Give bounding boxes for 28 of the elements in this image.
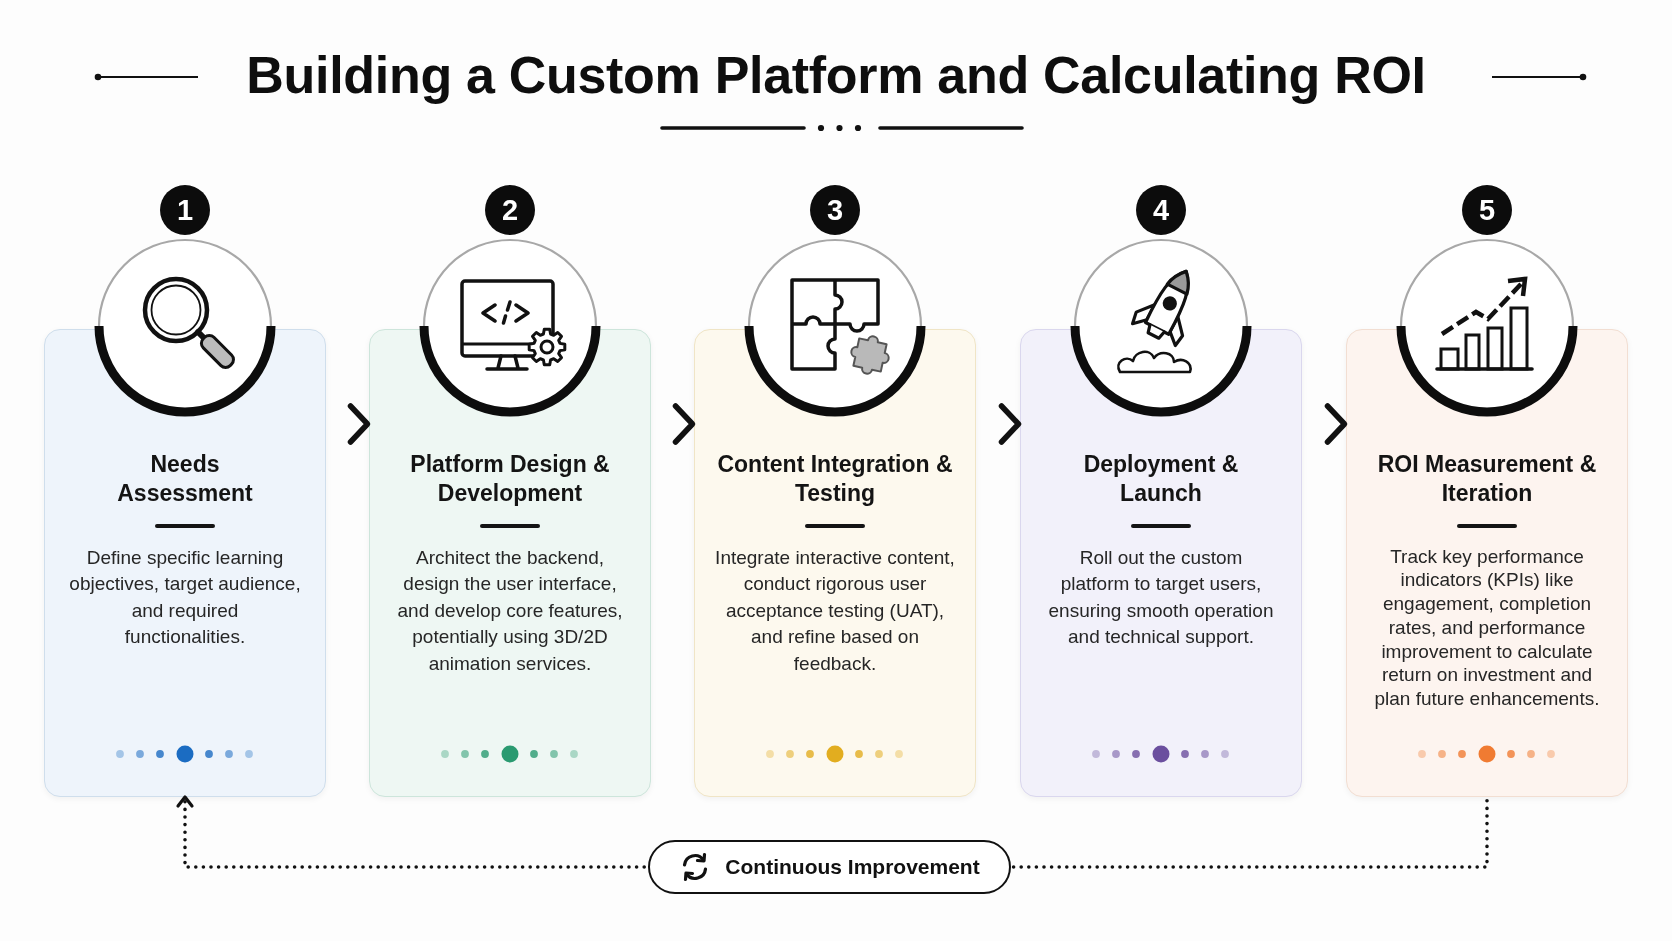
diagram-title: Building a Custom Platform and Calculating ROI bbox=[246, 45, 1426, 106]
step-card bbox=[1346, 329, 1628, 797]
step-title: Content Integration & Testing bbox=[716, 450, 954, 508]
step-description: Integrate interactive content, conduct rigorous user acceptance testing (UAT), and refine based on feedback. bbox=[714, 545, 956, 676]
number-badge bbox=[1136, 185, 1186, 235]
loop-pill bbox=[648, 840, 1011, 894]
step-number: 3 bbox=[826, 194, 844, 226]
step-description: Roll out the custom platform to target users, ensuring smooth operation and technical support. bbox=[1047, 545, 1275, 649]
step-title: Deployment & Launch bbox=[1082, 450, 1240, 508]
step-card bbox=[44, 329, 326, 797]
step-title: ROI Measurement & Iteration bbox=[1376, 450, 1598, 508]
step-number: 5 bbox=[1478, 194, 1496, 226]
number-badge bbox=[160, 185, 210, 235]
number-badge bbox=[810, 185, 860, 235]
step-number: 2 bbox=[501, 194, 519, 226]
step-title: Platform Design & Development bbox=[409, 450, 611, 508]
step-card bbox=[694, 329, 976, 797]
loop-label: Continuous Improvement bbox=[725, 854, 980, 880]
step-description: Track key performance indicators (KPIs) like engagement, completion rates, and performance improvement to calculate return on investment and plan future enhancements. bbox=[1373, 544, 1601, 712]
step-title: Needs Assessment bbox=[116, 450, 254, 508]
step-description: Architect the backend, design the user interface, and develop core features, potentially using 3D/2D animation services. bbox=[396, 545, 624, 676]
number-badge bbox=[1462, 185, 1512, 235]
step-card bbox=[369, 329, 651, 797]
step-card bbox=[1020, 329, 1302, 797]
step-number: 4 bbox=[1152, 194, 1170, 226]
step-number: 1 bbox=[176, 194, 194, 226]
number-badge bbox=[485, 185, 535, 235]
step-description: Define specific learning objectives, target audience, and required functionalities. bbox=[69, 545, 301, 649]
